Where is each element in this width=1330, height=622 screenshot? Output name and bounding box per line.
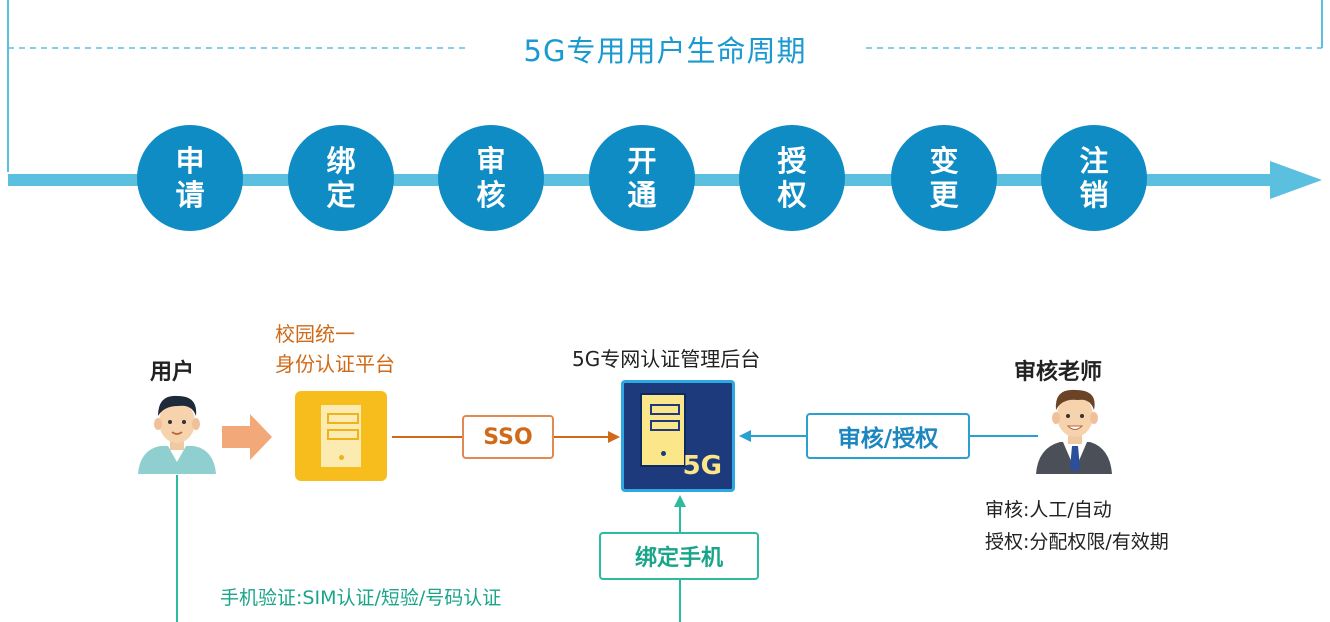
stage-label-line1: 授 [777,144,807,178]
user-avatar-icon [138,395,216,474]
stage-label-line1: 变 [929,144,959,178]
stage-label-line2: 销 [1079,178,1109,212]
phone-verify-label: 手机验证:SIM认证/短验/号码认证 [220,587,502,609]
stage-review: 审 核 [438,125,544,231]
timeline-arrowhead [1270,161,1322,199]
campus-platform-label: 校园统一 身份认证平台 [275,319,395,379]
auditor-info-authorize: 授权:分配权限/有效期 [985,531,1169,553]
stage-label-line1: 审 [476,144,506,178]
stage-label-line1: 绑 [326,144,356,178]
stage-label-line1: 申 [175,144,205,178]
stage-label-line1: 开 [627,144,657,178]
user-to-platform-arrow [222,414,272,460]
auditor-info-review: 审核:人工/自动 [985,499,1112,521]
stage-apply: 申 请 [137,125,243,231]
stage-label-line2: 通 [627,178,657,212]
bind-phone-box: 绑定手机 [599,532,759,580]
audit-to-mgmt-arrowhead [739,430,751,442]
user-label: 用户 [150,360,195,385]
audit-authorize-box: 审核/授权 [806,413,970,459]
stage-cancel: 注 销 [1041,125,1147,231]
sso-to-mgmt-arrowhead [608,431,620,443]
stage-label-line2: 请 [175,178,205,212]
stage-label-line1: 注 [1079,144,1109,178]
stage-activate: 开 通 [589,125,695,231]
lifecycle-title: 5G专用用户生命周期 [523,34,807,68]
auditor-info: 审核:人工/自动 授权:分配权限/有效期 [985,494,1169,558]
sso-box: SSO [462,415,554,459]
stage-label-line2: 更 [929,178,959,212]
auditor-label: 审核老师 [1014,360,1103,385]
stage-bind: 绑 定 [288,125,394,231]
campus-platform-server-icon [295,391,387,481]
auditor-avatar-icon [1036,389,1112,474]
campus-platform-line1: 校园统一 [275,322,355,346]
mgmt-backend-label: 5G专网认证管理后台 [572,347,761,371]
stage-authorize: 授 权 [739,125,845,231]
stage-label-line2: 定 [326,178,356,212]
stage-label-line2: 权 [777,178,807,212]
mgmt-server-icon: 5G [621,380,735,492]
stage-label-line2: 核 [476,178,506,212]
stage-change: 变 更 [891,125,997,231]
server-5g-tag: 5G [682,451,722,481]
campus-platform-line2: 身份认证平台 [275,352,395,376]
bind-to-mgmt-arrowhead [674,495,686,507]
